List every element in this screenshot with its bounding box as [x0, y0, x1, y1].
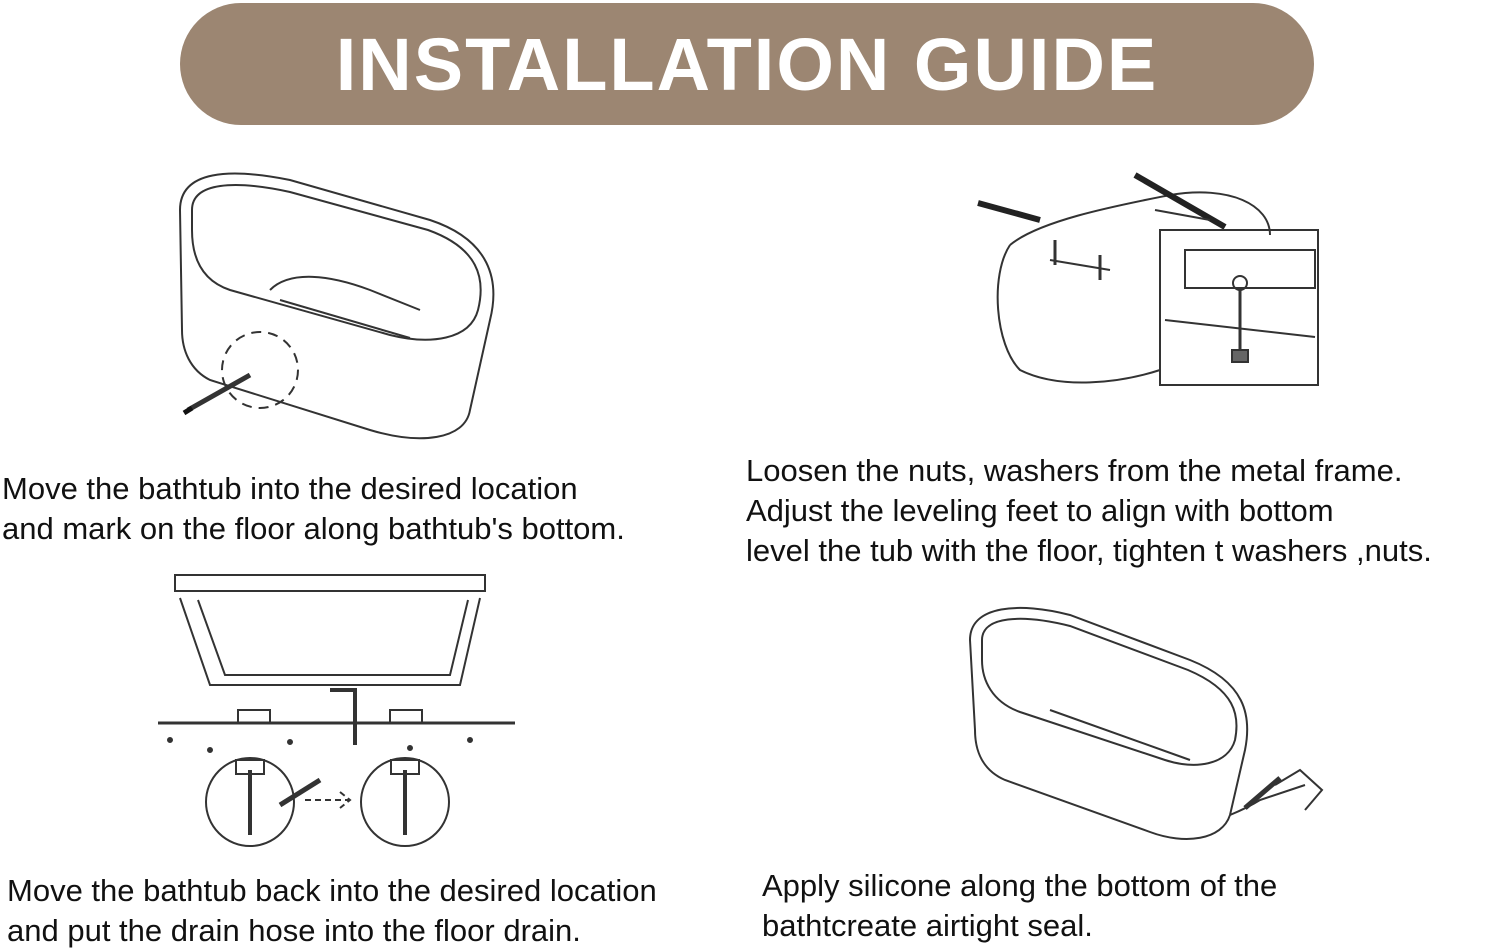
- caption-line: Move the bathtub back into the desired l…: [7, 873, 657, 908]
- bathtub-marking-icon: [170, 160, 510, 450]
- caption-line: level the tub with the floor, tighten t …: [746, 533, 1432, 568]
- step-3-caption: Move the bathtub back into the desired l…: [7, 871, 657, 951]
- step-2-caption: Loosen the nuts, washers from the metal …: [746, 451, 1432, 571]
- step-1-caption: Move the bathtub into the desired locati…: [2, 469, 625, 549]
- caption-line: Apply silicone along the bottom of the: [762, 868, 1278, 903]
- silicone-seal-icon: [960, 600, 1330, 845]
- step-4-caption: Apply silicone along the bottom of the b…: [762, 866, 1277, 946]
- caption-line: Adjust the leveling feet to align with b…: [746, 493, 1334, 528]
- title-banner: INSTALLATION GUIDE: [180, 3, 1314, 125]
- caption-line: and put the drain hose into the floor dr…: [7, 913, 581, 948]
- caption-line: and mark on the floor along bathtub's bo…: [2, 511, 625, 546]
- page-title: INSTALLATION GUIDE: [335, 22, 1159, 106]
- drain-hose-icon: [150, 570, 520, 860]
- leveling-frame-icon: [970, 165, 1330, 390]
- caption-line: Loosen the nuts, washers from the metal …: [746, 453, 1403, 488]
- caption-line: Move the bathtub into the desired locati…: [2, 471, 578, 506]
- caption-line: bathtcreate airtight seal.: [762, 908, 1093, 943]
